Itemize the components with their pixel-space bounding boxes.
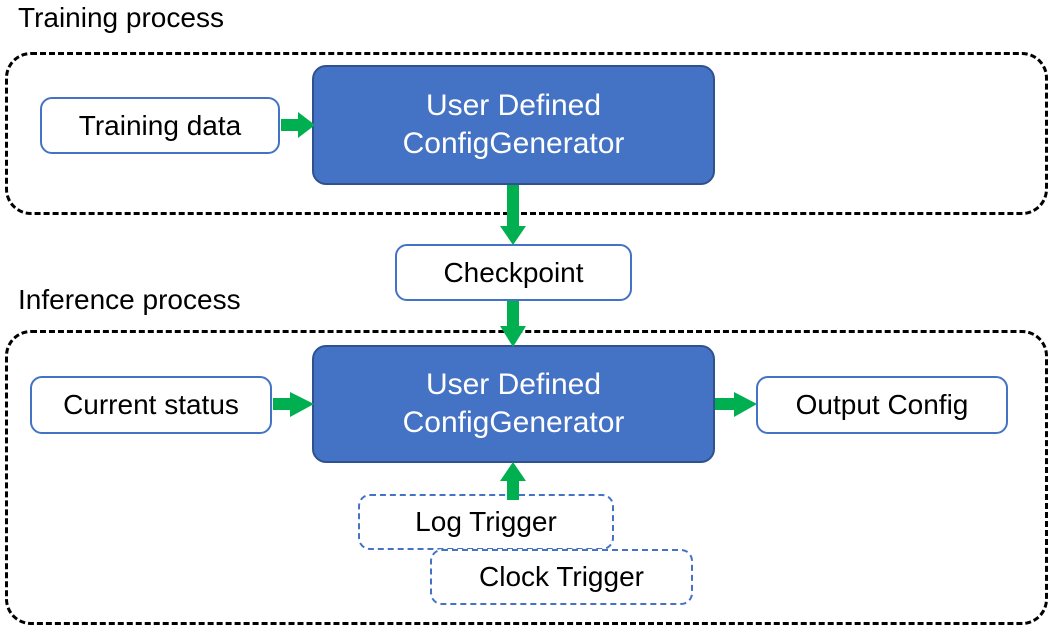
node-current-status[interactable]: Current status [30, 376, 272, 434]
node-clock-trigger[interactable]: Clock Trigger [430, 549, 693, 605]
training-process-label: Training process [18, 2, 224, 33]
generator-inference-line1: User Defined [425, 367, 602, 401]
generator-training-line2: ConfigGenerator [402, 127, 625, 160]
node-log-trigger[interactable]: Log Trigger [358, 494, 614, 550]
node-user-defined-configgenerator-training[interactable]: User Defined ConfigGenerator [312, 65, 715, 185]
generator-training-line1: User Defined [425, 88, 602, 122]
inference-process-label: Inference process [18, 284, 241, 315]
generator-inference-line2: ConfigGenerator [402, 406, 625, 439]
inference-process-container [5, 330, 1048, 625]
training-process-container [5, 52, 1048, 215]
node-user-defined-configgenerator-inference[interactable]: User Defined ConfigGenerator [312, 345, 715, 463]
node-checkpoint[interactable]: Checkpoint [395, 244, 632, 301]
node-training-data[interactable]: Training data [40, 97, 280, 154]
node-output-config[interactable]: Output Config [756, 376, 1008, 434]
